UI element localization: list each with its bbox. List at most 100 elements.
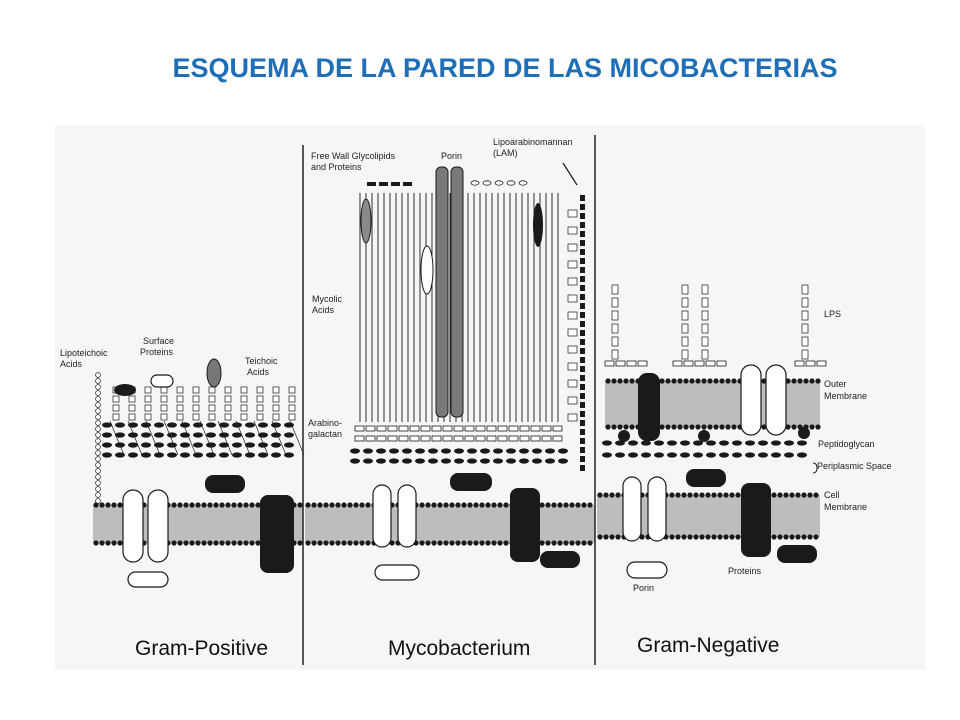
cell-membrane-mycobacterium-head-top	[431, 502, 437, 508]
teichoic-acid-unit	[256, 404, 264, 412]
outer-membrane-head-bottom	[791, 424, 797, 430]
cell-membrane-gram-negative-head-top	[603, 492, 609, 498]
arabinogalactan-unit	[442, 425, 453, 432]
lps-core-unit	[694, 360, 705, 367]
peptidoglycan-gram-positive	[141, 432, 151, 438]
peptidoglycan-gram-positive	[128, 452, 138, 458]
lam-chain-unit	[580, 303, 585, 309]
cell-membrane-gram-negative-head-top	[609, 492, 615, 498]
peptidoglycan-mycobacterium	[558, 458, 568, 464]
cell-membrane-gram-positive-head-top	[243, 502, 249, 508]
cell-membrane-mycobacterium-head-top	[575, 502, 581, 508]
peptidoglycan-mycobacterium	[350, 458, 360, 464]
lipoteichoic-acid-unit	[95, 444, 101, 450]
lam-chain-unit	[580, 285, 585, 291]
peptidoglycan-mycobacterium	[532, 458, 542, 464]
peptidoglycan-gram-positive	[128, 442, 138, 448]
cell-membrane-gram-negative-head-bottom	[705, 534, 711, 540]
lam-chain-unit	[580, 267, 585, 273]
peptidoglycan-gram-positive	[232, 432, 242, 438]
cell-membrane-gram-negative-head-top	[711, 492, 717, 498]
lps-unit	[681, 336, 689, 347]
lps-core-unit	[672, 360, 683, 367]
cell-membrane-mycobacterium-head-bottom	[335, 540, 341, 546]
arabinogalactan-unit	[552, 425, 563, 432]
cell-membrane-mycobacterium-head-top	[461, 502, 467, 508]
myco-membrane-protein-bottom	[374, 564, 420, 581]
cell-membrane-mycobacterium-head-bottom	[443, 540, 449, 546]
arabinogalactan-unit	[387, 435, 398, 442]
cell-membrane-mycobacterium-head-bottom	[557, 540, 563, 546]
teichoic-acid-unit	[112, 404, 120, 412]
gn-membrane-porin-1	[622, 476, 642, 542]
peptidoglycan-gram-positive	[193, 422, 203, 428]
cell-membrane-mycobacterium-head-bottom	[467, 540, 473, 546]
peptidoglycan-mycobacterium	[480, 448, 490, 454]
peptidoglycan-gram-negative	[680, 452, 690, 458]
peptidoglycan-mycobacterium	[480, 458, 490, 464]
outer-membrane-head-bottom	[659, 424, 665, 430]
peptidoglycan-gram-positive	[219, 442, 229, 448]
lps-unit	[701, 284, 709, 295]
outer-membrane-head-top	[761, 378, 767, 384]
cell-membrane-mycobacterium-head-top	[467, 502, 473, 508]
lps-core-unit	[637, 360, 648, 367]
cell-membrane-gram-negative-head-top	[705, 492, 711, 498]
peptidoglycan-mycobacterium	[558, 448, 568, 454]
lps-unit	[701, 323, 709, 334]
arabinogalactan-unit	[519, 425, 530, 432]
lipoteichoic-acid-unit	[95, 492, 101, 498]
peptidoglycan-mycobacterium	[376, 458, 386, 464]
cell-membrane-mycobacterium-head-bottom	[461, 540, 467, 546]
peptidoglycan-gram-positive	[271, 422, 281, 428]
teichoic-acid-unit	[176, 404, 184, 412]
outer-membrane-head-bottom	[713, 424, 719, 430]
label-lps: LPS	[824, 309, 841, 319]
cell-membrane-mycobacterium-head-bottom	[311, 540, 317, 546]
glycolipid-oval	[470, 180, 480, 186]
teichoic-acid-unit	[128, 395, 136, 403]
arabinogalactan-unit	[387, 425, 398, 432]
cell-membrane-gram-negative-head-bottom	[687, 534, 693, 540]
teichoic-acid-unit	[144, 386, 152, 394]
cell-membrane-gram-negative-head-bottom	[801, 534, 807, 540]
lps-unit	[681, 284, 689, 295]
arabinogalactan-unit	[409, 425, 420, 432]
teichoic-acid-unit	[272, 404, 280, 412]
outer-membrane-head-bottom	[671, 424, 677, 430]
teichoic-acid-unit	[208, 386, 216, 394]
peptidoglycan-gram-positive	[271, 432, 281, 438]
page-title: ESQUEMA DE LA PARED DE LAS MICOBACTERIAS	[172, 53, 838, 83]
surface-protein-light	[150, 374, 174, 388]
peptidoglycan-gram-positive	[154, 432, 164, 438]
peptidoglycan-gram-negative	[745, 452, 755, 458]
arabinogalactan-unit	[365, 425, 376, 432]
lipoteichoic-acid-unit	[95, 384, 101, 390]
peptidoglycan-mycobacterium	[532, 448, 542, 454]
cell-membrane-gram-positive-head-bottom	[231, 540, 237, 546]
lps-unit	[801, 323, 809, 334]
peptidoglycan-gram-positive	[167, 422, 177, 428]
arabinogalactan-unit	[376, 425, 387, 432]
outer-membrane-head-top	[713, 378, 719, 384]
teichoic-acid-unit	[176, 395, 184, 403]
cell-membrane-gram-negative-head-top	[813, 492, 819, 498]
lps-core-unit	[794, 360, 805, 367]
lam-chain-unit	[580, 465, 585, 471]
outer-membrane-head-top	[671, 378, 677, 384]
membrane-protein-1	[122, 489, 144, 563]
lps-unit	[611, 297, 619, 308]
peptidoglycan-gram-positive	[258, 442, 268, 448]
cell-membrane-gram-positive-head-top	[219, 502, 225, 508]
arabinogalactan-unit	[354, 425, 365, 432]
teichoic-acid-unit	[192, 395, 200, 403]
outer-membrane-head-top	[725, 378, 731, 384]
cell-membrane-gram-positive-head-top	[171, 502, 177, 508]
label-lipoteichoic-2: Acids	[60, 359, 83, 369]
peptidoglycan-mycobacterium	[493, 448, 503, 454]
teichoic-acid-unit	[208, 413, 216, 421]
label-lam-1: Lipoarabinomannan	[493, 137, 573, 147]
peptidoglycan-gram-positive	[167, 452, 177, 458]
peptidoglycan-gram-positive	[284, 432, 294, 438]
peptidoglycan-mycobacterium	[376, 448, 386, 454]
